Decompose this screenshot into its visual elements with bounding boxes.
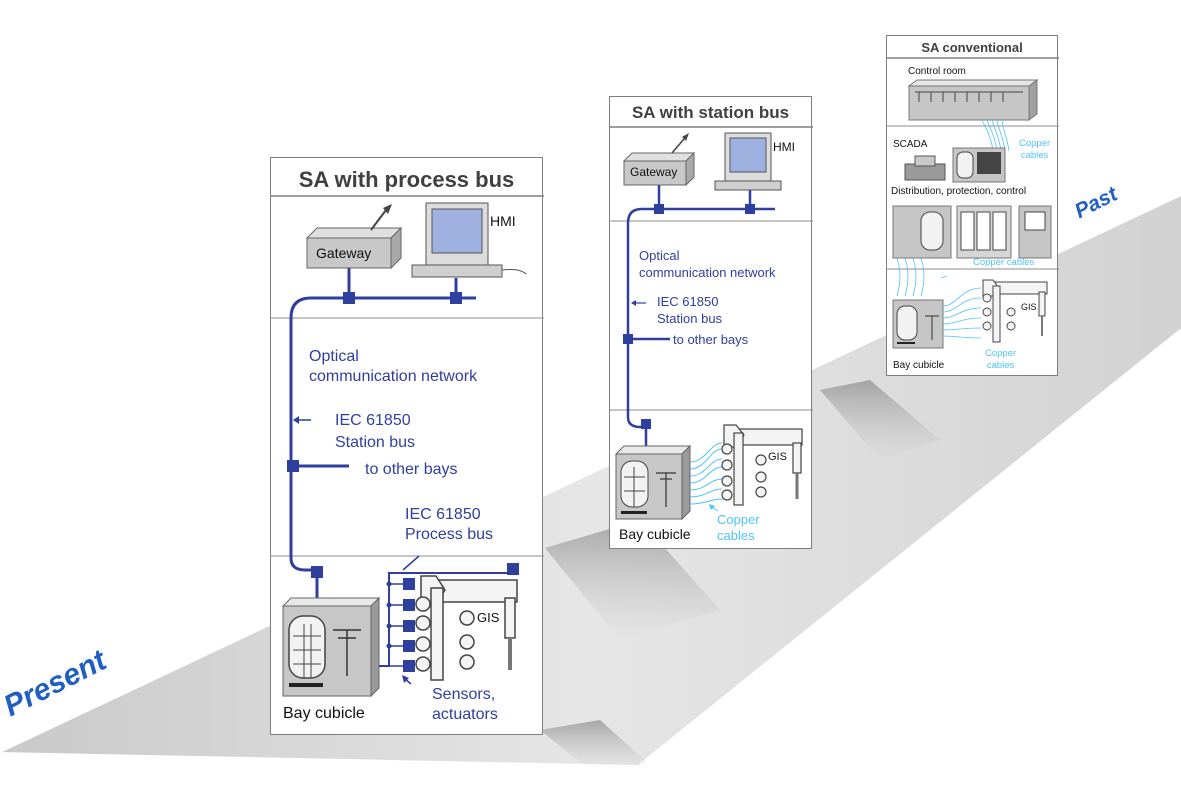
panel-title: SA with station bus bbox=[631, 103, 790, 122]
gateway-label: Gateway bbox=[630, 165, 678, 179]
distribution-label: Distribution, protection, control bbox=[891, 186, 1027, 197]
optical-network-label: Optical communication network bbox=[309, 348, 478, 385]
panel-station-bus: SA with station bus bbox=[609, 96, 813, 549]
copper-bottom bbox=[942, 287, 982, 339]
gateway-icon bbox=[305, 204, 403, 270]
copper-cables-top-label: Copper cables bbox=[1019, 138, 1051, 161]
panel-title: SA conventional bbox=[921, 40, 1023, 55]
copper-cables-label: Copper cables bbox=[717, 512, 760, 543]
gis-icon bbox=[721, 424, 803, 506]
sensors-label: Sensors, actuators bbox=[432, 686, 498, 723]
optical-network-label: Optical communication network bbox=[639, 248, 776, 280]
hmi-label: HMI bbox=[773, 140, 795, 154]
hmi-icon bbox=[714, 132, 782, 191]
gateway-label: Gateway bbox=[316, 245, 372, 261]
other-bays-label: to other bays bbox=[365, 461, 458, 478]
scada-icon bbox=[904, 147, 1006, 183]
gis-icon bbox=[415, 575, 518, 681]
gis-icon bbox=[982, 279, 1048, 343]
bay-cubicle-icon bbox=[614, 444, 692, 521]
copper-cables-bottom-label: Copper cables bbox=[985, 348, 1017, 371]
other-bays-label: to other bays bbox=[673, 332, 749, 347]
hmi-icon bbox=[411, 202, 527, 278]
panel-conventional: SA conventional bbox=[886, 35, 1059, 376]
process-bus-drawing bbox=[271, 195, 544, 698]
bay-cubicle-label: Bay cubicle bbox=[893, 360, 945, 371]
gateway-icon bbox=[622, 133, 696, 187]
hmi-label: HMI bbox=[490, 213, 516, 229]
station-bus-drawing bbox=[610, 126, 813, 521]
bay-cubicle-icon bbox=[892, 299, 944, 349]
station-bus-label: IEC 61850 Station bus bbox=[657, 294, 723, 326]
copper-cables-mid-label: Copper cables bbox=[973, 257, 1035, 268]
bay-cubicle-label: Bay cubicle bbox=[283, 705, 365, 722]
gis-label: GIS bbox=[1021, 302, 1037, 312]
bay-cubicle-icon bbox=[281, 596, 381, 698]
copper-cables bbox=[689, 442, 723, 505]
distribution-cabinets-icon bbox=[892, 205, 1052, 259]
conventional-drawing bbox=[887, 57, 1059, 349]
panel-title: SA with process bus bbox=[298, 167, 515, 192]
process-bus-label: IEC 61850 Process bus bbox=[405, 506, 494, 543]
copper-top bbox=[981, 119, 1010, 152]
control-room-icon bbox=[907, 79, 1039, 121]
gis-label: GIS bbox=[768, 451, 787, 463]
copper-mid bbox=[896, 257, 948, 297]
panel-process-bus: SA with process bus bbox=[270, 157, 544, 735]
bay-cubicle-label: Bay cubicle bbox=[619, 526, 691, 542]
scada-label: SCADA bbox=[893, 139, 928, 150]
control-room-label: Control room bbox=[908, 66, 966, 77]
station-bus-label: IEC 61850 Station bus bbox=[335, 412, 416, 451]
gis-label: GIS bbox=[477, 610, 500, 625]
